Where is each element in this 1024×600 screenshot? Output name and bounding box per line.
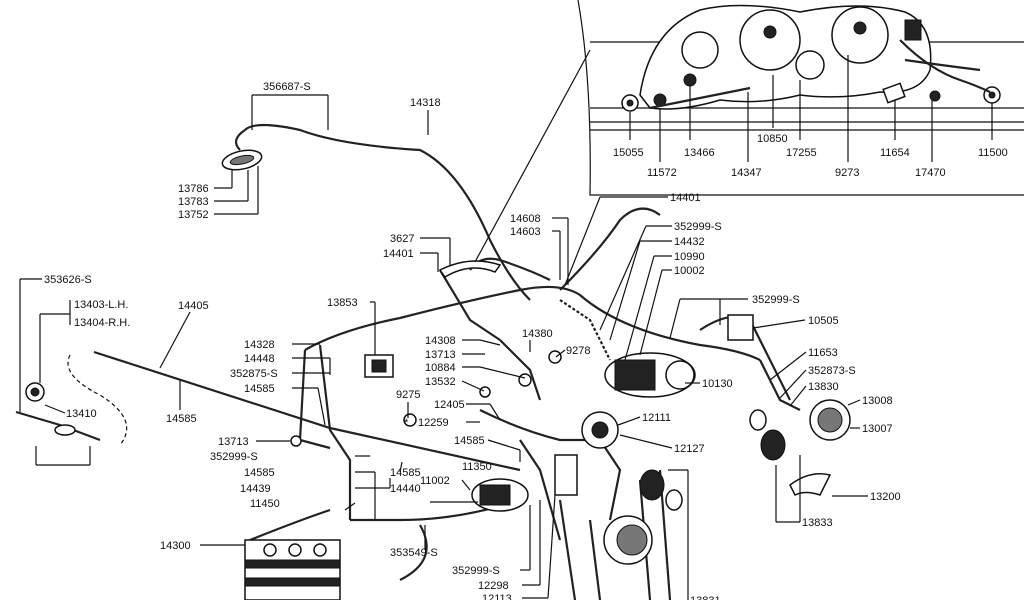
label-10505: 10505 xyxy=(808,315,839,327)
label-13007: 13007 xyxy=(862,423,893,435)
label-352999-s-d: 352999-S xyxy=(452,565,500,577)
label-13713-a: 13713 xyxy=(425,349,456,361)
label-13783: 13783 xyxy=(178,196,209,208)
label-11572: 11572 xyxy=(647,167,677,179)
label-11653: 11653 xyxy=(808,347,838,359)
label-13831: 13831 xyxy=(690,595,721,600)
label-14432: 14432 xyxy=(674,236,705,248)
asterisk-mark: * xyxy=(404,417,409,429)
label-12298: 12298 xyxy=(478,580,509,592)
label-10990: 10990 xyxy=(674,251,705,263)
label-13410: 13410 xyxy=(66,408,97,420)
label-13830: 13830 xyxy=(808,381,839,393)
label-3627: 3627 xyxy=(390,233,414,245)
label-14347: 14347 xyxy=(731,167,762,179)
label-353549-s: 353549-S xyxy=(390,547,438,559)
label-10884: 10884 xyxy=(425,362,456,374)
label-10002: 10002 xyxy=(674,265,705,277)
label-11450: 11450 xyxy=(250,498,280,510)
label-13713-b: 13713 xyxy=(218,436,249,448)
label-12259: 12259 xyxy=(418,417,449,429)
label-14585-d: 14439 xyxy=(240,483,271,495)
label-17255: 17255 xyxy=(786,147,817,159)
label-13833: 13833 xyxy=(802,517,833,529)
label-15055: 15055 xyxy=(613,147,644,159)
label-12127: 12127 xyxy=(674,443,705,455)
label-9273: 9273 xyxy=(835,167,859,179)
label-14440: 14440 xyxy=(390,483,421,495)
label-352999-s-a: 352999-S xyxy=(674,221,722,233)
label-14401-mid: 14401 xyxy=(383,248,414,260)
label-13403-lh: 13403-L.H. xyxy=(74,299,128,311)
part-labels: 356687-S 14318 13786 13783 13752 15055 1… xyxy=(44,81,1008,600)
label-352999-s-b: 352999-S xyxy=(752,294,800,306)
label-11002: 11002 xyxy=(420,475,450,487)
instrument-panel xyxy=(577,0,1024,196)
leader-lines xyxy=(19,49,993,600)
label-14300: 14300 xyxy=(160,540,191,552)
label-9278: 9278 xyxy=(566,345,590,357)
label-13786: 13786 xyxy=(178,183,209,195)
label-12111: 12111 xyxy=(642,412,671,424)
label-10850: 10850 xyxy=(757,133,788,145)
label-14439: 14585 xyxy=(244,467,275,479)
label-13853: 13853 xyxy=(327,297,358,309)
label-14405: 14405 xyxy=(178,300,209,312)
components xyxy=(244,260,851,600)
label-17470: 17470 xyxy=(915,167,946,179)
label-14380: 14380 xyxy=(522,328,553,340)
label-13466: 13466 xyxy=(684,147,715,159)
label-14401-top: 14401 xyxy=(670,192,701,204)
label-352999-s-c: 352999-S xyxy=(210,451,258,463)
label-12405: 12405 xyxy=(434,399,465,411)
label-13008: 13008 xyxy=(862,395,893,407)
label-14308: 14308 xyxy=(425,335,456,347)
label-356687-s: 356687-S xyxy=(263,81,311,93)
label-13404-rh: 13404-R.H. xyxy=(74,317,130,329)
label-11654: 11654 xyxy=(880,147,910,159)
label-352873-s: 352873-S xyxy=(808,365,856,377)
label-14585-e: 14585 xyxy=(390,467,421,479)
label-13200: 13200 xyxy=(870,491,901,503)
label-14318: 14318 xyxy=(410,97,441,109)
label-9275: 9275 xyxy=(396,389,420,401)
label-10130: 10130 xyxy=(702,378,733,390)
label-14585-b: 14585 xyxy=(166,413,197,425)
label-13752: 13752 xyxy=(178,209,209,221)
label-14448: 14448 xyxy=(244,353,275,365)
license-lamp xyxy=(221,123,531,301)
label-14608: 14608 xyxy=(510,213,541,225)
label-353626-s: 353626-S xyxy=(44,274,92,286)
label-14328: 14328 xyxy=(244,339,275,351)
label-352875-s: 352875-S xyxy=(230,368,278,380)
label-14603: 14603 xyxy=(510,226,541,238)
label-14585-c: 14585 xyxy=(454,435,485,447)
label-13532: 13532 xyxy=(425,376,456,388)
label-14585-a: 14585 xyxy=(244,383,275,395)
label-11500: 11500 xyxy=(978,147,1008,159)
label-11350: 11350 xyxy=(462,461,492,473)
label-12113: 12113 xyxy=(482,593,512,600)
